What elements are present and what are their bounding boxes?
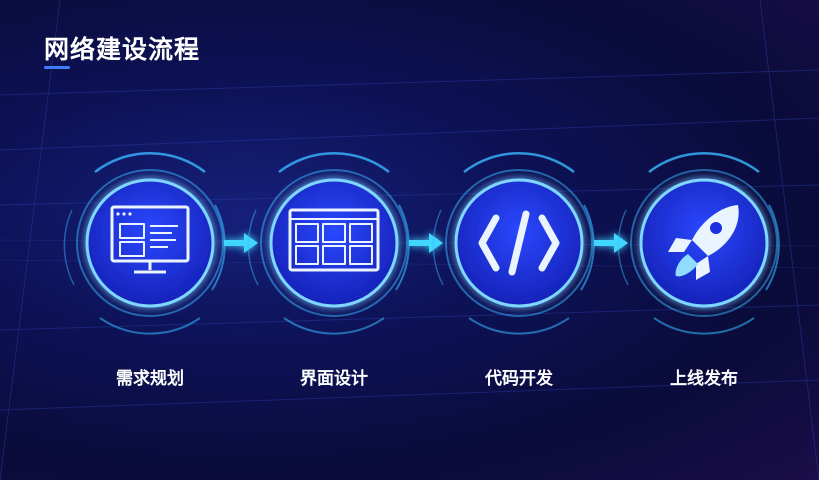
step-3-node [432, 152, 595, 335]
arrow-1 [224, 233, 258, 253]
monitor-icon [110, 205, 190, 274]
arrow-3 [594, 233, 628, 253]
page-title: 网络建设流程 [44, 35, 201, 64]
step-label-3: 代码开发 [485, 369, 553, 389]
rocket-icon [668, 205, 739, 280]
step-label-4: 上线发布 [670, 369, 738, 389]
step-2-node [247, 152, 410, 335]
code-brackets-icon [478, 210, 560, 276]
step-label-2: 界面设计 [300, 369, 368, 389]
layout-grid-icon [288, 208, 380, 272]
title-underline [44, 66, 70, 69]
step-label-1: 需求规划 [116, 369, 184, 389]
arrow-2 [409, 233, 443, 253]
step-1-node [63, 152, 226, 335]
